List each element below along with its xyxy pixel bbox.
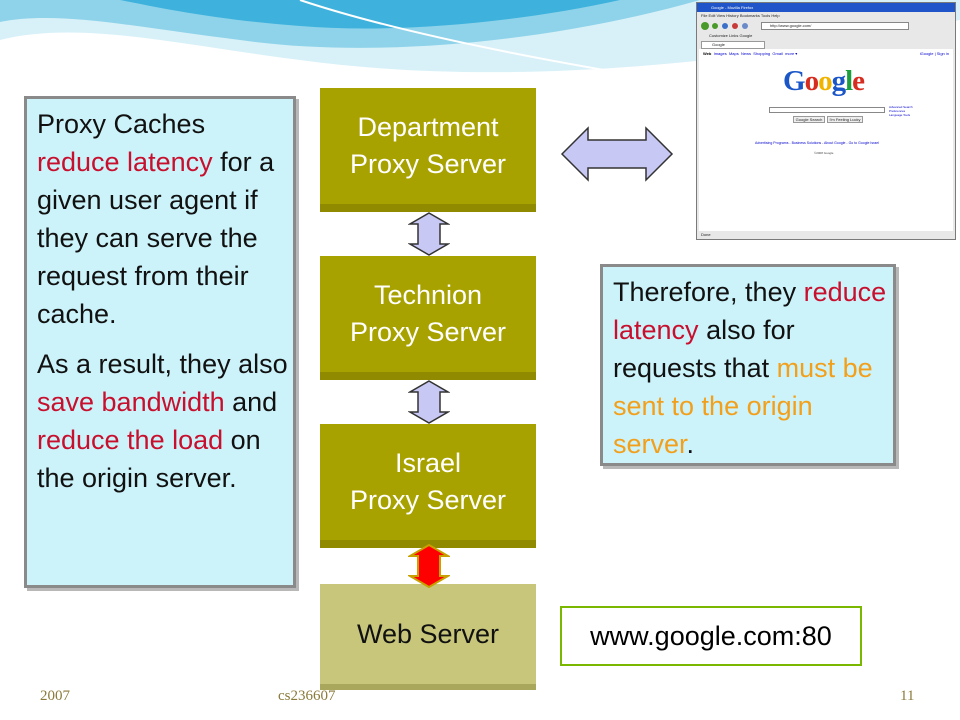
google-lucky-button: I'm Feeling Lucky	[827, 116, 863, 123]
left-explanation-box: Proxy Caches reduce latency for a given …	[24, 96, 296, 588]
logo-letter: e	[852, 65, 865, 97]
google-logo: Google	[783, 65, 865, 98]
footer-course: cs236607	[278, 688, 336, 704]
browser-status-bar: Done	[701, 232, 711, 237]
left-paragraph-2: As a result, they also save bandwidth an…	[37, 345, 293, 497]
browser-url-field: http://www.google.com/	[761, 22, 909, 30]
link-news: News	[740, 51, 751, 56]
logo-letter: o	[818, 65, 832, 97]
text-run: also for requests that	[613, 315, 795, 383]
browser-page-content: Web Images Maps News Shopping Gmail more…	[699, 49, 953, 231]
text-run: .	[686, 429, 695, 459]
browser-menu-bar: File Edit View History Bookmarks Tools H…	[701, 13, 780, 18]
link-language-tools: Language Tools	[889, 113, 911, 117]
double-arrow-icon	[408, 212, 450, 256]
server-name: Israel	[394, 448, 461, 478]
nav-buttons-icon	[701, 22, 748, 30]
browser-bookmarks-bar: Customize Links Google	[709, 33, 753, 38]
link-images: Images	[713, 51, 727, 56]
text-run: for a given user agent if they can serve…	[37, 147, 275, 329]
google-footer-links: Advertising Programs - Business Solution…	[755, 141, 879, 145]
link-advanced-search: Advanced Search	[889, 105, 913, 109]
highlight-origin-server: must be sent to the origin server	[613, 353, 873, 459]
horizontal-double-arrow-icon	[560, 126, 674, 182]
server-name: Technion	[373, 280, 483, 310]
logo-letter: o	[804, 65, 819, 97]
text-run: Proxy Caches	[37, 109, 206, 139]
origin-url-label: www.google.com:80	[560, 606, 862, 666]
google-copyright: ©2008 Google	[814, 151, 834, 155]
server-role: Proxy Server	[349, 485, 507, 515]
text-run: and	[224, 387, 278, 417]
link-shopping: Shopping	[753, 51, 771, 56]
web-server: Web Server	[320, 584, 536, 690]
double-arrow-red-icon	[408, 544, 450, 588]
left-paragraph-1: Proxy Caches reduce latency for a given …	[37, 105, 293, 333]
text-run: on the origin server.	[37, 425, 261, 493]
highlight-reduce-latency: reduce latency	[613, 277, 887, 345]
browser-nav-toolbar	[697, 20, 955, 32]
server-role: Proxy Server	[349, 149, 507, 179]
browser-title-bar: Google - Mozilla Firefox	[697, 3, 955, 12]
highlight-reduce-load: reduce the load	[37, 425, 224, 455]
server-name: Web Server	[356, 618, 500, 649]
link-web: Web	[703, 51, 712, 56]
google-top-links: Web Images Maps News Shopping Gmail more…	[703, 51, 797, 56]
google-search-input	[769, 107, 885, 113]
text-run: Therefore, they	[613, 277, 804, 307]
highlight-save-bandwidth: save bandwidth	[37, 387, 225, 417]
right-paragraph: Therefore, they reduce latency also for …	[613, 273, 893, 463]
server-name: Department	[357, 112, 499, 142]
server-role: Proxy Server	[349, 317, 507, 347]
double-arrow-icon	[408, 380, 450, 424]
browser-tab: Google	[701, 41, 765, 49]
url-text: www.google.com:80	[590, 620, 832, 651]
link-maps: Maps	[728, 51, 739, 56]
logo-letter: G	[783, 65, 806, 97]
link-more: more ▾	[785, 51, 798, 56]
logo-letter: g	[831, 65, 846, 97]
google-signin-link: iGoogle | Sign in	[919, 51, 949, 56]
link-gmail: Gmail	[772, 51, 783, 56]
right-explanation-box: Therefore, they reduce latency also for …	[600, 264, 896, 466]
google-side-links: Advanced Search Preferences Language Too…	[889, 105, 913, 117]
text-run: As a result, they also	[37, 349, 288, 379]
logo-letter: l	[845, 65, 853, 97]
footer-year: 2007	[40, 688, 70, 704]
footer-page-number: 11	[900, 688, 915, 704]
link-preferences: Preferences	[889, 109, 906, 113]
google-search-button: Google Search	[793, 116, 825, 123]
browser-screenshot: Google - Mozilla Firefox File Edit View …	[696, 2, 956, 240]
highlight-reduce-latency: reduce latency	[37, 147, 213, 177]
